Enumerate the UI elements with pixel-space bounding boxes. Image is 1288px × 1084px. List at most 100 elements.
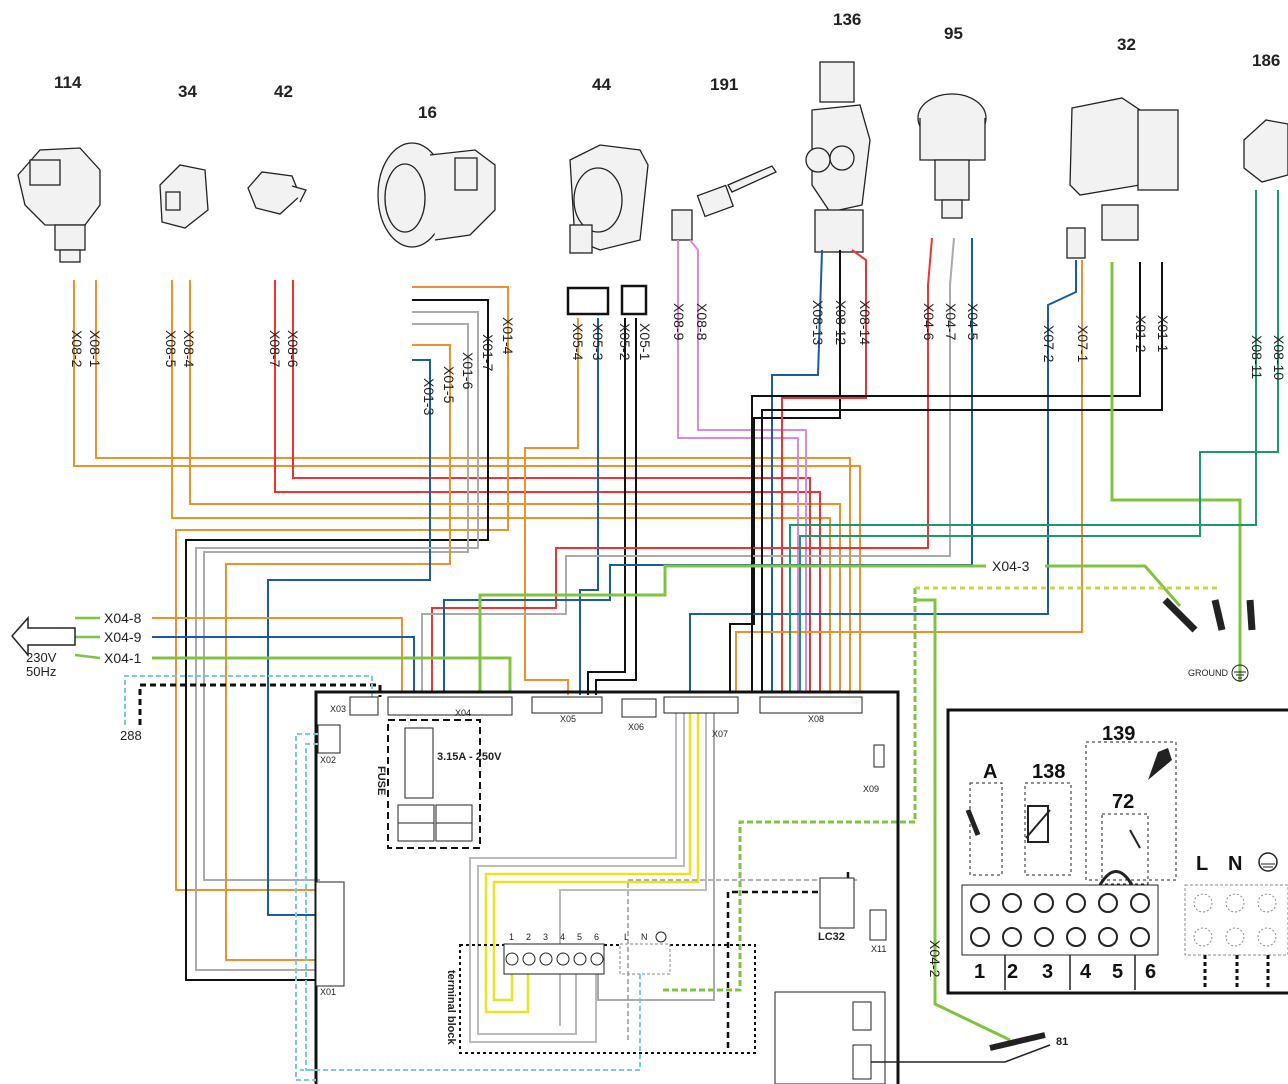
- inset-terminal-2: 2: [1007, 961, 1018, 983]
- label-x05-1: X05-1: [637, 323, 653, 361]
- label-x04-5: X04-5: [965, 303, 981, 341]
- tb-small-5: 5: [577, 932, 582, 942]
- valve-95-icon: [917, 93, 987, 219]
- component-191-number: 191: [710, 75, 738, 94]
- connector-x03: [349, 696, 379, 716]
- component-numbers: 114 34 42 16 44 191 136 95 32 186: [54, 10, 1280, 122]
- wire-labels: X08-1 X08-2 X08-4 X08-5 X08-6 X08-7 X01-…: [69, 300, 1287, 978]
- fan-16-icon: [377, 142, 496, 248]
- fuse-block: [387, 719, 481, 849]
- temperature-sensor-191-icon: [671, 165, 777, 241]
- label-x08-2: X08-2: [69, 330, 85, 368]
- component-42-number: 42: [274, 82, 293, 101]
- sensor-34-icon: [159, 164, 209, 229]
- label-x01-1: X01-1: [1155, 315, 1171, 353]
- control-unit-32-icon: [1066, 97, 1179, 259]
- remote-139-icon: [1148, 748, 1172, 780]
- inset-label-138: 138: [1032, 761, 1065, 783]
- label-x01-7: X01-7: [480, 334, 496, 372]
- connector-x09: [873, 744, 885, 768]
- label-x04-8: X04-8: [104, 610, 142, 626]
- label-x08-8: X08-8: [694, 303, 710, 341]
- label-x07: X07: [712, 729, 728, 739]
- label-lc32: LC32: [818, 931, 845, 943]
- power-input: 230V 50Hz: [11, 616, 76, 679]
- component-95-number: 95: [944, 24, 963, 43]
- thermistor-138-icon: [1027, 805, 1049, 843]
- inset-label-A: A: [983, 761, 997, 783]
- label-x08-6: X08-6: [285, 330, 301, 368]
- connector-x05: [531, 696, 603, 714]
- switch-A-icon: [965, 809, 981, 836]
- ground-label: GROUND: [1188, 668, 1228, 678]
- inset-label-72: 72: [1112, 791, 1134, 813]
- connector-x01: [315, 881, 345, 987]
- component-32-number: 32: [1117, 35, 1136, 54]
- inset-label-139: 139: [1102, 723, 1135, 745]
- label-x11: X11: [871, 944, 886, 954]
- tb-small-N: N: [641, 932, 648, 942]
- inset-terminal-3: 3: [1042, 961, 1053, 983]
- terminal-block-label: terminal block: [445, 970, 457, 1045]
- power-frequency: 50Hz: [26, 664, 56, 679]
- inset-terminal-6: 6: [1145, 961, 1156, 983]
- power-arrow-icon: [11, 616, 76, 658]
- tb-small-4: 4: [560, 932, 565, 942]
- label-x08-10: X08-10: [1271, 335, 1287, 380]
- tb-small-2: 2: [526, 932, 531, 942]
- label-x01-3: X01-3: [421, 378, 437, 416]
- room-thermostat-panel: 139 A 138 72: [946, 708, 1288, 995]
- control-board: X03 X04 X05 X06 X07 X08 X09 X02 X01 FUS: [295, 690, 1051, 1084]
- component-136-number: 136: [833, 10, 861, 29]
- connector-x07: [663, 696, 739, 714]
- terminal-block-terminals: [503, 943, 671, 975]
- terminal-block: [459, 944, 756, 1054]
- ground-lug-1-icon: [1162, 597, 1198, 633]
- inset-ground-icon: [1258, 852, 1278, 872]
- component-drawings: [17, 61, 1288, 263]
- label-x07-2: X07-2: [1041, 325, 1057, 363]
- connector-x04: [387, 696, 513, 716]
- component-16-number: 16: [418, 103, 437, 122]
- power-voltage: 230V: [26, 650, 57, 665]
- sensor-42-icon: [247, 171, 307, 215]
- label-x01: X01: [320, 987, 336, 997]
- label-x01-5: X01-5: [441, 366, 457, 404]
- tb-small-L: L: [624, 932, 629, 942]
- label-x01-6: X01-6: [460, 352, 476, 390]
- label-x03: X03: [330, 704, 346, 714]
- label-x01-2: X01-2: [1133, 315, 1149, 353]
- label-x05-4: X05-4: [570, 323, 586, 361]
- label-x08-1: X08-1: [87, 330, 103, 368]
- label-x02: X02: [320, 755, 336, 765]
- tb-small-ground-icon: [655, 931, 667, 943]
- label-x04: X04: [455, 708, 471, 718]
- label-x08-14: X08-14: [857, 300, 873, 345]
- component-44-number: 44: [592, 75, 611, 94]
- connector-x08: [759, 696, 863, 714]
- electrode-81-icon: [989, 1032, 1046, 1051]
- ground-connectors: GROUND: [1162, 597, 1256, 682]
- component-lc32: [819, 877, 855, 929]
- gas-valve-44-icon: [569, 144, 649, 254]
- fuse-rating: 3.15A - 250V: [437, 751, 502, 763]
- wires: [73, 190, 1279, 1043]
- ignition-electrode-81: 81: [989, 1032, 1068, 1051]
- component-34-number: 34: [178, 82, 197, 101]
- label-x05: X05: [560, 714, 576, 724]
- label-x05-2: X05-2: [617, 323, 633, 361]
- fuse-icon: [404, 727, 434, 799]
- label-x08-4: X08-4: [181, 330, 197, 368]
- inset-label-L: L: [1196, 853, 1208, 875]
- label-288: 288: [120, 728, 142, 743]
- tb-small-1: 1: [509, 932, 514, 942]
- label-x08-5: X08-5: [163, 330, 179, 368]
- label-x08-11: X08-11: [1249, 335, 1265, 379]
- fuse-label: FUSE: [375, 766, 387, 795]
- label-x01-4: X01-4: [500, 317, 516, 355]
- inset-label-N: N: [1228, 853, 1242, 875]
- label-x04-6: X04-6: [921, 303, 937, 341]
- label-81: 81: [1056, 1036, 1068, 1048]
- label-x08-7: X08-7: [267, 330, 283, 368]
